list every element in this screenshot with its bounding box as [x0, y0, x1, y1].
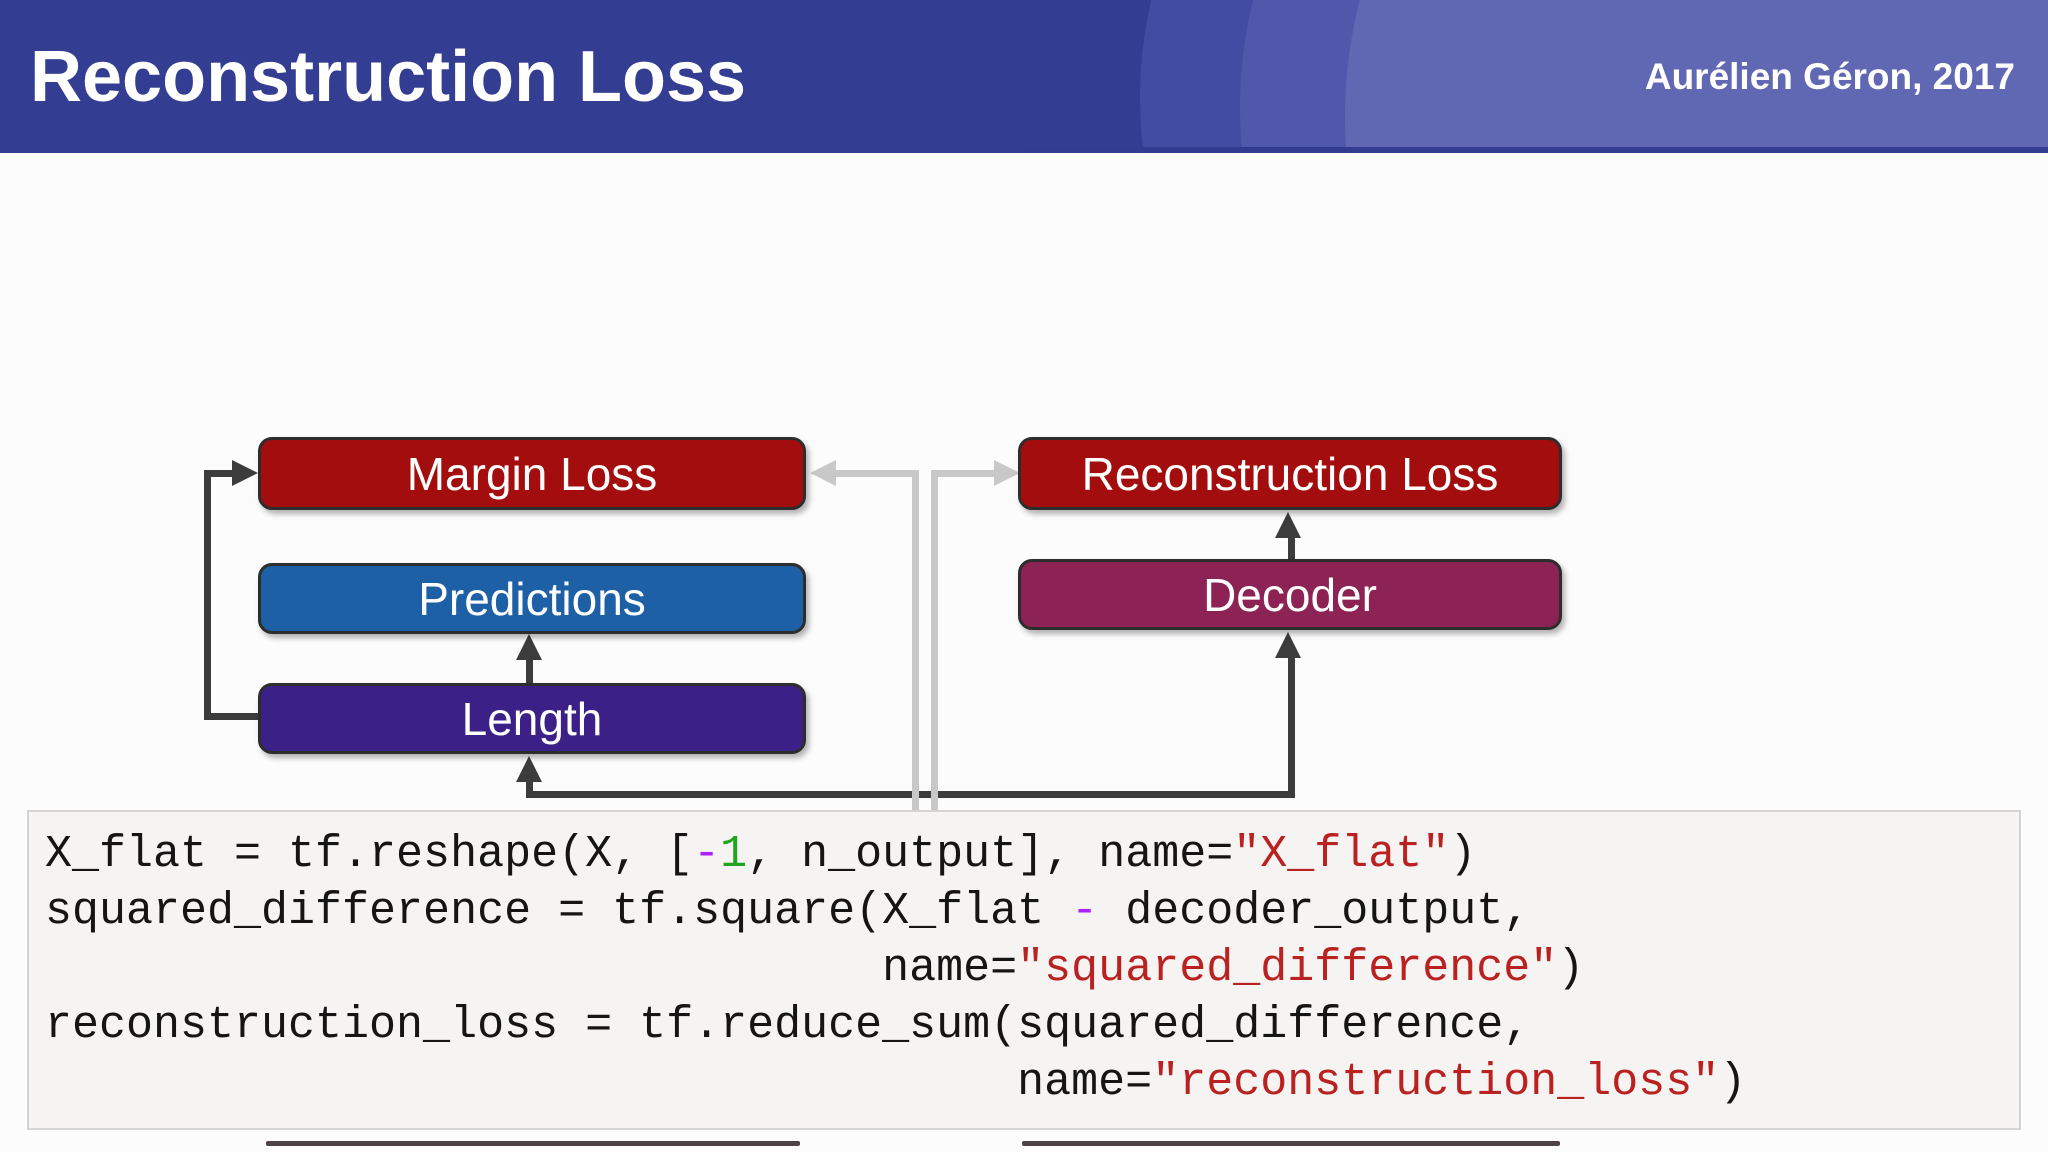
faded-connector-vertical-left: [912, 470, 919, 810]
connector-bottom-to-decoder: [1288, 655, 1295, 798]
code-line: name="squared_difference"): [45, 943, 1585, 994]
faded-connector-to-marginloss: [836, 470, 919, 477]
faded-arrowhead-into-reconstruction-loss-icon: [994, 460, 1020, 486]
faded-connector-vertical-right: [931, 470, 938, 810]
connector-length-to-marginloss-vertical: [204, 470, 211, 720]
hidden-box-top-left: [266, 1141, 800, 1146]
node-length: Length: [258, 683, 806, 754]
attribution-text: Aurélien Géron, 2017: [1644, 55, 2015, 97]
code-line: squared_difference = tf.square(X_flat - …: [45, 886, 1531, 937]
code-block: X_flat = tf.reshape(X, [-1, n_output], n…: [27, 810, 2021, 1130]
arrowhead-into-reconstruction-loss-icon: [1275, 512, 1301, 538]
node-predictions: Predictions: [258, 563, 806, 634]
faded-arrowhead-into-margin-loss-icon: [810, 460, 836, 486]
code-line: X_flat = tf.reshape(X, [-1, n_output], n…: [45, 829, 1477, 880]
code-line: name="reconstruction_loss"): [45, 1057, 1747, 1108]
connector-length-to-marginloss-bottom: [204, 713, 260, 720]
page-title: Reconstruction Loss: [30, 36, 747, 117]
arrowhead-into-predictions-icon: [516, 634, 542, 660]
header-bar: Reconstruction Loss Aurélien Géron, 2017: [0, 0, 2048, 153]
arrowhead-into-decoder-icon: [1275, 632, 1301, 658]
connector-decoder-to-reconstructionloss: [1288, 532, 1295, 561]
node-margin-loss: Margin Loss: [258, 437, 806, 510]
header-bottom-edge: [1020, 147, 2048, 153]
arrowhead-into-length-icon: [516, 756, 542, 782]
header-swoosh-3: [1345, 0, 2048, 153]
arrowhead-into-margin-loss-icon: [232, 460, 258, 486]
connector-bottom-to-length: [526, 777, 533, 795]
faded-connector-to-reconstructionloss: [938, 470, 994, 477]
node-reconstruction-loss: Reconstruction Loss: [1018, 437, 1562, 510]
connector-bottom-horizontal: [526, 791, 1295, 798]
node-decoder: Decoder: [1018, 559, 1562, 630]
hidden-box-top-right: [1022, 1141, 1560, 1146]
code-line: reconstruction_loss = tf.reduce_sum(squa…: [45, 1000, 1531, 1051]
connector-length-to-predictions: [526, 655, 533, 684]
connector-length-to-marginloss-top: [204, 470, 234, 477]
